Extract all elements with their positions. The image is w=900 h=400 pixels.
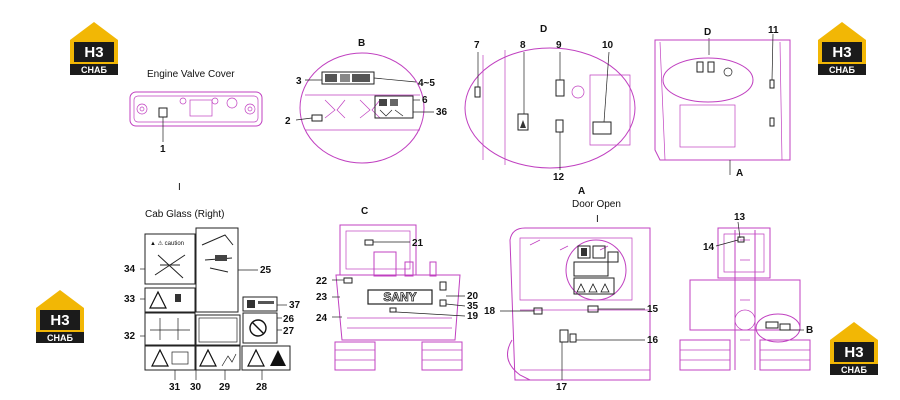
view-b-detail [299, 52, 425, 164]
view-letter-b: B [358, 38, 365, 49]
label-19: 19 [467, 311, 479, 322]
logo-word: CHAБ [829, 65, 855, 75]
label-24: 24 [316, 313, 328, 324]
label-13: 13 [734, 212, 746, 223]
logo-mark: H3 [832, 44, 851, 61]
label-9: 9 [556, 40, 562, 51]
view-letter-a-2: A [578, 186, 585, 197]
logo-word: CHAБ [841, 365, 867, 375]
label-8: 8 [520, 40, 526, 51]
sany-logo-text: SANY [383, 290, 416, 304]
label-2: 2 [285, 116, 291, 127]
label-14: 14 [703, 242, 715, 253]
view-d-detail [464, 47, 636, 169]
label-37: 37 [289, 300, 301, 311]
cab-door-open-drawing [507, 227, 651, 381]
cab-side-drawing [654, 39, 791, 161]
label-29: 29 [219, 382, 231, 393]
view-letter-c: C [361, 206, 368, 217]
label-16: 16 [647, 335, 659, 346]
cab-glass-title: Cab Glass (Right) [145, 209, 224, 220]
label-26: 26 [283, 314, 295, 325]
label-33: 33 [124, 294, 136, 305]
excavator-rear-view: SANY [334, 224, 463, 371]
label-10: 10 [602, 40, 614, 51]
label-11: 11 [768, 25, 779, 36]
label-17: 17 [556, 382, 568, 393]
label-32: 32 [124, 331, 136, 342]
logo-word: CHAБ [47, 333, 73, 343]
logo-word: CHAБ [81, 65, 107, 75]
label-20: 20 [467, 291, 479, 302]
label-23: 23 [316, 292, 328, 303]
cab-glass-decals: ▲ ⚠ caution [144, 227, 291, 371]
label-15: 15 [647, 304, 659, 315]
logo-mark: H3 [84, 44, 103, 61]
label-28: 28 [256, 382, 268, 393]
roman-numeral-2: I [596, 214, 599, 225]
engine-title: Engine Valve Cover [147, 69, 235, 80]
label-1: 1 [160, 144, 166, 155]
label-4-5: 4~5 [418, 78, 435, 89]
engine-valve-cover-drawing [129, 91, 263, 127]
decal-caution-text: ▲ ⚠ caution [150, 240, 184, 247]
label-25: 25 [260, 265, 272, 276]
label-34: 34 [124, 264, 136, 275]
label-22: 22 [316, 276, 328, 287]
label-18: 18 [484, 306, 496, 317]
logo-mark: H3 [50, 312, 69, 329]
logo-top-left: H3 CHAБ [70, 22, 118, 75]
label-35: 35 [467, 301, 479, 312]
view-letter-d: D [540, 24, 547, 35]
label-6: 6 [422, 95, 428, 106]
label-27: 27 [283, 326, 295, 337]
label-36: 36 [436, 107, 448, 118]
label-31: 31 [169, 382, 181, 393]
label-3: 3 [296, 76, 302, 87]
logo-mid-left: H3 CHAБ [36, 290, 84, 343]
view-letter-b-2: B [806, 325, 813, 336]
logo-mark: H3 [844, 344, 863, 361]
label-12: 12 [553, 172, 565, 183]
label-21: 21 [412, 238, 424, 249]
logo-top-right: H3 CHAБ [818, 22, 866, 75]
door-open-title: Door Open [572, 199, 621, 210]
logo-bottom-right: H3 CHAБ [830, 322, 878, 375]
view-letter-d-2: D [704, 27, 711, 38]
label-30: 30 [190, 382, 202, 393]
label-7: 7 [474, 40, 480, 51]
roman-numeral: I [178, 182, 181, 193]
excavator-front-view [679, 227, 811, 371]
view-letter-a: A [736, 168, 743, 179]
